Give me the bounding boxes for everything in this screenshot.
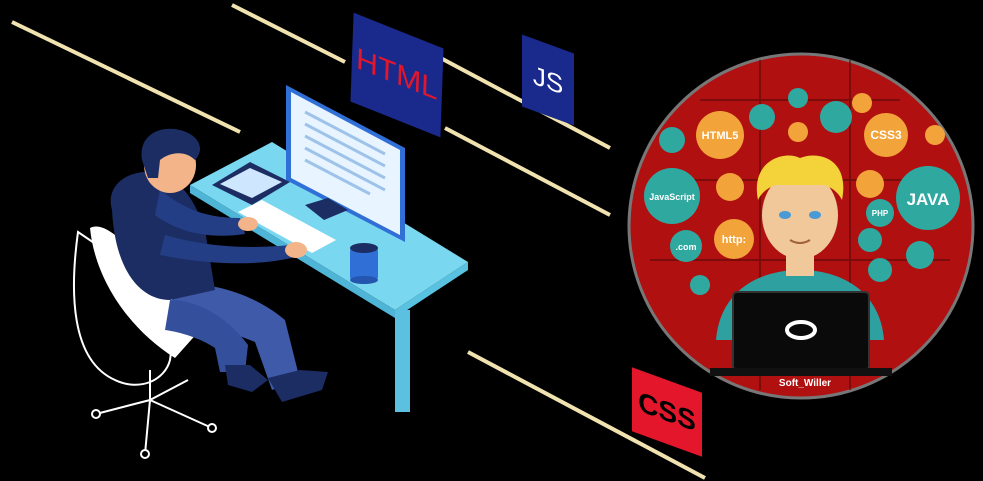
coffee-mug	[350, 243, 378, 284]
bubble-label-html5: HTML5	[702, 130, 739, 142]
bubble-labels: HTML5 CSS3 JavaScript JAVA http: .com PH…	[649, 128, 949, 252]
laptop	[710, 291, 892, 376]
bubble-label-javascript: JavaScript	[649, 192, 695, 202]
bubble-label-com: .com	[675, 242, 696, 252]
badge-signature: Soft_Willer	[778, 378, 832, 389]
bubble-label-java: JAVA	[907, 190, 950, 209]
person	[110, 128, 328, 402]
bubble-label-css3: CSS3	[870, 128, 902, 142]
html-tag-label: HTML	[355, 41, 439, 108]
css-tag-label: CSS	[638, 385, 696, 438]
tech-bubbles	[644, 88, 960, 295]
monitor	[286, 85, 405, 242]
coder-badge	[627, 52, 975, 400]
js-tag-label: JS	[532, 58, 564, 101]
bubble-label-http: http:	[722, 234, 746, 246]
keyboard	[238, 200, 336, 253]
bubble-label-php: PHP	[872, 209, 889, 218]
